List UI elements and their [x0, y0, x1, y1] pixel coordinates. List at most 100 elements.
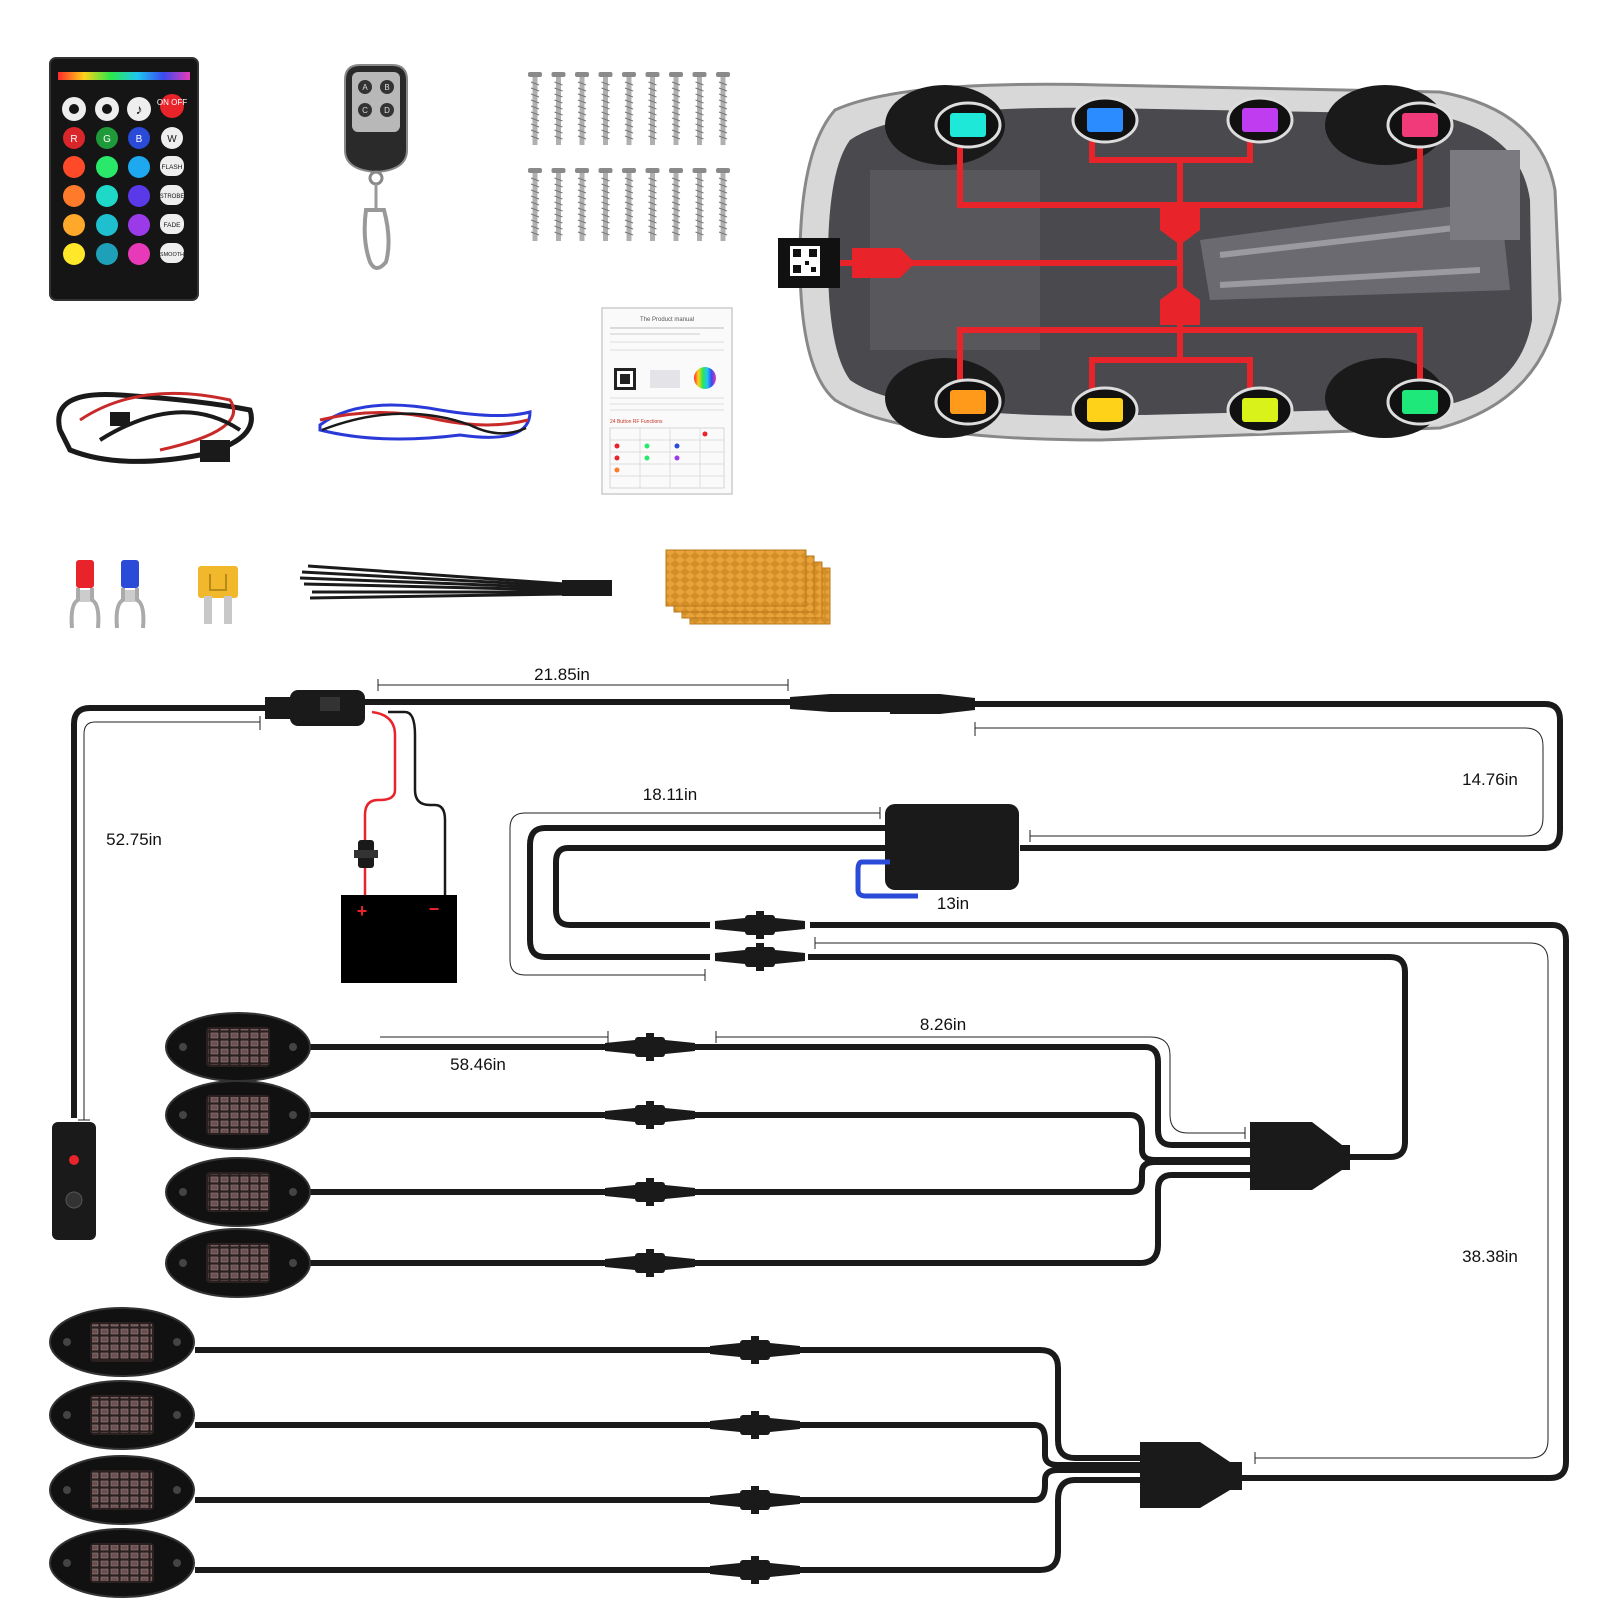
- fob-a-label: A: [362, 83, 368, 92]
- screw-icon: [645, 72, 660, 145]
- screw-icon: [575, 72, 589, 145]
- rock-light-pod: [165, 1012, 311, 1082]
- plug-connector-icon: [715, 943, 805, 971]
- inline-connector-top: [790, 694, 975, 714]
- screw-icon: [575, 168, 589, 241]
- power-connector: [265, 690, 365, 726]
- pod-front-mid-right: [1226, 96, 1294, 144]
- music-note-icon: [127, 97, 151, 121]
- screw-icon: [598, 168, 613, 241]
- negative-wire: [388, 710, 447, 905]
- mounting-screws: [528, 72, 730, 241]
- blade-fuse-icon: [198, 566, 238, 624]
- screw-icon: [669, 168, 683, 241]
- fob-d-label: D: [384, 106, 390, 115]
- positive-wire: [363, 710, 397, 905]
- screw-icon: [692, 72, 707, 145]
- strobe-label: STROBE: [160, 194, 185, 200]
- power-wire-bundle: [56, 391, 254, 464]
- dim-label-18-11: 18.11in: [643, 785, 698, 804]
- w-label: W: [167, 134, 177, 145]
- flash-label: FLASH: [162, 164, 183, 171]
- power-label: ON OFF: [157, 98, 187, 107]
- screw-icon: [528, 168, 542, 241]
- power-button: [160, 94, 184, 118]
- pod-rear-right: [1386, 378, 1454, 426]
- plug-connector-icon: [605, 1178, 695, 1206]
- plug-connector-icon: [605, 1033, 695, 1061]
- pod-rear-mid-right: [1226, 386, 1294, 434]
- product-manual: The Product manual 24 Button RF Function…: [601, 307, 733, 495]
- r-label: R: [70, 134, 77, 145]
- screw-icon: [622, 72, 636, 145]
- dim-label-13: 13in: [937, 894, 969, 913]
- plug-connector-icon: [710, 1486, 800, 1514]
- rainbow-strip: [58, 72, 190, 80]
- rgb-wire-bundle: [318, 403, 532, 441]
- rock-light-pod: [49, 1380, 195, 1450]
- rock-light-pod: [49, 1528, 195, 1598]
- screw-icon: [669, 72, 683, 145]
- plug-connector-icon: [710, 1411, 800, 1439]
- wiring-diagram: + −: [49, 665, 1569, 1598]
- svg-text:♪: ♪: [136, 101, 143, 117]
- plug-connectors: [605, 911, 805, 1584]
- battery-negative-label: −: [429, 899, 440, 919]
- spade-terminal-red: [69, 560, 101, 629]
- cable-ties: [299, 564, 612, 600]
- fob-c-label: C: [362, 106, 368, 115]
- manual-title: The Product manual: [640, 317, 694, 323]
- rock-light-pod: [49, 1455, 195, 1525]
- fade-label: FADE: [164, 222, 182, 229]
- dim-label-38-38: 38.38in: [1462, 1247, 1518, 1266]
- dim-label-8-26: 8.26in: [920, 1015, 966, 1034]
- spade-terminal-blue: [114, 560, 146, 629]
- dim-label-21-85: 21.85in: [534, 665, 590, 684]
- manual-section-label: 24 Button RF Functions: [610, 419, 663, 425]
- screw-icon: [645, 168, 660, 241]
- indicator-light-icon: [69, 1155, 79, 1165]
- rock-light-pods: [49, 1012, 311, 1598]
- battery-positive-label: +: [357, 901, 368, 921]
- splitter-lower: [1140, 1442, 1242, 1508]
- adhesive-reflective-pads: [665, 549, 831, 625]
- screw-icon: [528, 72, 542, 145]
- dimension-guides: [78, 679, 1549, 1464]
- screw-icon: [716, 72, 730, 145]
- rock-light-pod: [165, 1157, 311, 1227]
- key-fob-remote: A B C D: [344, 64, 408, 270]
- screw-icon: [551, 72, 566, 145]
- rock-light-pod: [49, 1307, 195, 1377]
- antenna-wire: [855, 859, 918, 899]
- rf-remote-control: ♪ ON OFF R G B W FLASH STROBE FADE SMOOT…: [49, 57, 199, 301]
- rf-control-box: [855, 804, 1019, 899]
- pod-front-right: [1386, 101, 1454, 149]
- plug-connector-icon: [605, 1101, 695, 1129]
- g-label: G: [103, 134, 111, 145]
- color-wheel-icon: [694, 367, 716, 389]
- rocker-switch[interactable]: [52, 1122, 96, 1240]
- pod-rear-mid-left: [1071, 386, 1139, 434]
- screw-icon: [692, 168, 707, 241]
- battery-icon: + −: [341, 895, 457, 983]
- plug-connector-icon: [710, 1556, 800, 1584]
- screw-icon: [598, 72, 613, 145]
- fob-b-label: B: [384, 83, 389, 92]
- pod-rear-left: [934, 378, 1002, 426]
- dim-label-52-75: 52.75in: [106, 830, 162, 849]
- keyring-clip-icon: [362, 208, 391, 270]
- plug-connector-icon: [715, 911, 805, 939]
- screw-icon: [622, 168, 636, 241]
- b-label: B: [136, 134, 143, 145]
- plug-connector-icon: [605, 1249, 695, 1277]
- rock-light-pod: [165, 1080, 311, 1150]
- smooth-label: SMOOTH: [160, 252, 184, 258]
- main-wires: [71, 699, 1569, 1573]
- inline-fuse-holder: [354, 840, 378, 868]
- plug-connector-icon: [710, 1336, 800, 1364]
- pod-front-left: [934, 101, 1002, 149]
- rock-light-pod: [165, 1228, 311, 1298]
- splitter-upper: [1250, 1122, 1350, 1190]
- dim-label-58-46: 58.46in: [450, 1055, 506, 1074]
